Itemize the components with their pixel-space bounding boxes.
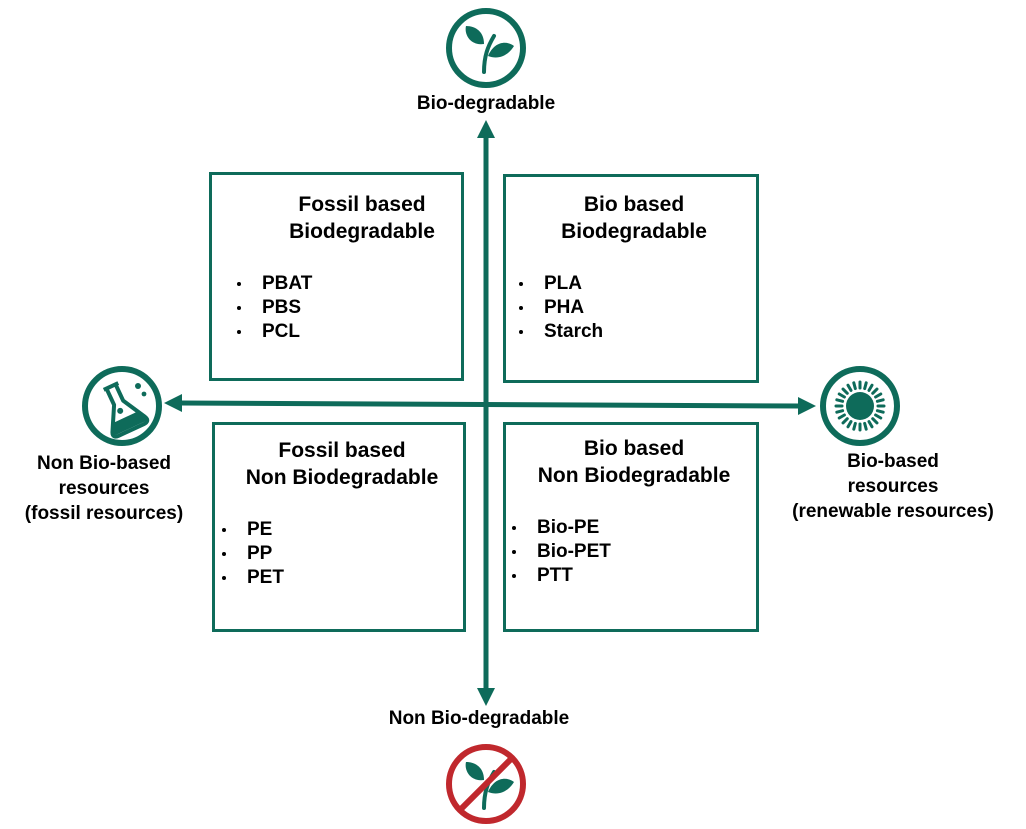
bottom-axis-label: Non Bio-degradable — [388, 708, 570, 729]
arrow-right — [798, 397, 816, 415]
right-axis-label: Bio-based resources (renewable resources… — [792, 451, 994, 522]
sun-icon — [820, 366, 900, 446]
quadrant-fossil-non-biodegradable: Fossil based Non Biodegradable PE PP PET — [212, 422, 466, 632]
list-item: PLA — [516, 272, 603, 296]
quadrant-title: Bio based Non Biodegradable — [537, 437, 731, 487]
material-list: PE PP PET — [219, 518, 284, 590]
quadrant-title: Bio based Biodegradable — [561, 193, 707, 243]
quadrant-title: Fossil based Biodegradable — [289, 193, 435, 243]
list-item: PBAT — [234, 272, 312, 296]
horizontal-axis — [179, 400, 801, 409]
no-sprout-icon — [446, 744, 526, 824]
material-list: Bio-PE Bio-PET PTT — [509, 516, 611, 588]
list-item: Bio-PET — [509, 540, 611, 564]
flask-icon — [82, 366, 162, 446]
material-list: PLA PHA Starch — [516, 272, 603, 344]
quadrant-bio-biodegradable: Bio based Biodegradable PLA PHA Starch — [503, 174, 759, 383]
quadrant-title: Fossil based Non Biodegradable — [245, 439, 439, 489]
list-item: PBS — [234, 296, 312, 320]
list-item: PE — [219, 518, 284, 542]
quadrant-bio-non-biodegradable: Bio based Non Biodegradable Bio-PE Bio-P… — [503, 422, 759, 632]
material-list: PBAT PBS PCL — [234, 272, 312, 344]
arrow-left — [164, 394, 182, 412]
left-axis-label: Non Bio-based resources (fossil resource… — [24, 453, 184, 524]
sprout-icon — [446, 8, 526, 88]
list-item: PHA — [516, 296, 603, 320]
arrow-up — [477, 120, 495, 138]
top-axis-label: Bio-degradable — [416, 93, 556, 114]
list-item: PET — [219, 566, 284, 590]
list-item: PTT — [509, 564, 611, 588]
list-item: PP — [219, 542, 284, 566]
quadrant-fossil-biodegradable: Fossil based Biodegradable PBAT PBS PCL — [209, 172, 464, 381]
list-item: Starch — [516, 320, 603, 344]
arrow-down — [477, 688, 495, 706]
list-item: Bio-PE — [509, 516, 611, 540]
list-item: PCL — [234, 320, 312, 344]
